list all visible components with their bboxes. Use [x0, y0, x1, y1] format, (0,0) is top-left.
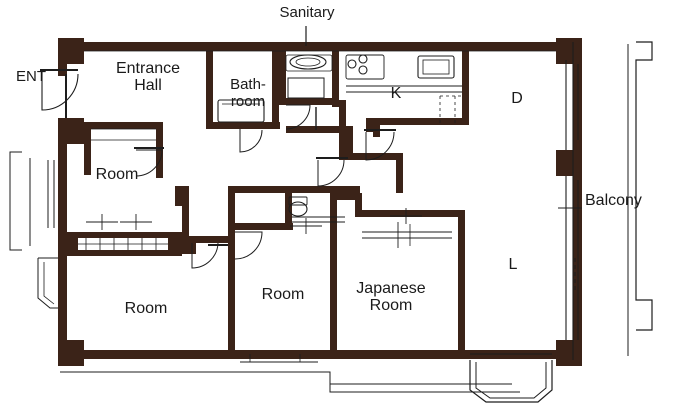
room-label-kitchen: K: [390, 85, 402, 102]
room-label-balcony: Balcony: [585, 192, 642, 209]
room-label-bathroom: Bath- room: [230, 76, 266, 110]
room-label-room-center: Room: [261, 286, 305, 303]
room-label-room-upper-left: Room: [95, 166, 139, 183]
room-label-room-lower-left: Room: [124, 300, 168, 317]
room-label-sanitary: Sanitary: [279, 4, 335, 21]
room-label-living: L: [508, 256, 518, 273]
room-label-ent: ENT: [16, 68, 46, 85]
room-label-dining: D: [511, 90, 523, 107]
room-label-entrance-hall: Entrance Hall: [115, 60, 181, 94]
room-label-japanese-room: Japanese Room: [356, 280, 426, 314]
